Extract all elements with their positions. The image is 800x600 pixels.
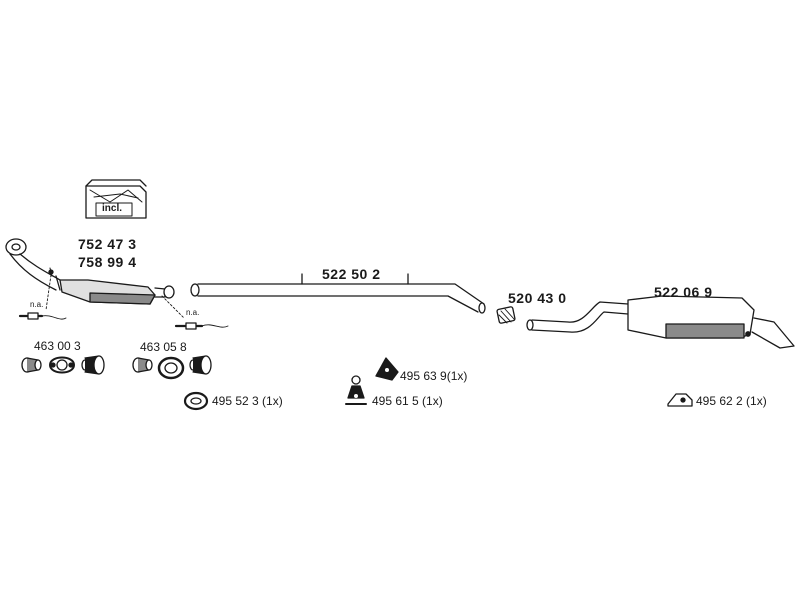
rubber-hanger-icon — [183, 391, 209, 411]
center-pipe-icon — [190, 273, 486, 314]
not-applicable-note: n.a. — [186, 308, 200, 317]
bracket-icon — [375, 357, 399, 381]
part-number-463003: 463 00 3 — [34, 339, 81, 353]
gasket-icon — [157, 356, 185, 380]
part-number-522502: 522 50 2 — [322, 266, 381, 282]
catalyst-icon — [5, 238, 175, 305]
part-number-495639: 495 63 9(1x) — [400, 369, 468, 383]
part-number-758994: 758 99 4 — [78, 254, 137, 270]
not-applicable-note: n.a. — [30, 300, 44, 309]
clamp-icon — [132, 357, 153, 373]
clamp-icon — [81, 355, 105, 375]
mounting-bracket-icon — [345, 375, 367, 405]
part-number-752473: 752 47 3 — [78, 236, 137, 252]
part-number-463058: 463 05 8 — [140, 340, 187, 354]
lambda-sensor-icon — [161, 295, 229, 330]
exhaust-kit-box-icon — [85, 179, 147, 219]
bracket-icon — [667, 393, 693, 407]
pipe-connector-icon — [496, 306, 516, 324]
part-number-495523: 495 52 3 (1x) — [212, 394, 283, 408]
part-number-522069: 522 06 9 — [654, 284, 713, 300]
part-number-520430: 520 43 0 — [508, 290, 567, 306]
part-number-495615: 495 61 5 (1x) — [372, 394, 443, 408]
clamp-icon — [189, 355, 212, 375]
clamp-icon — [21, 357, 42, 373]
part-number-495622: 495 62 2 (1x) — [696, 394, 767, 408]
rear-silencer-icon — [526, 295, 795, 349]
kit-box-label: incl. — [102, 203, 123, 214]
lambda-sensor-icon — [18, 274, 67, 320]
gasket-icon — [49, 356, 75, 374]
